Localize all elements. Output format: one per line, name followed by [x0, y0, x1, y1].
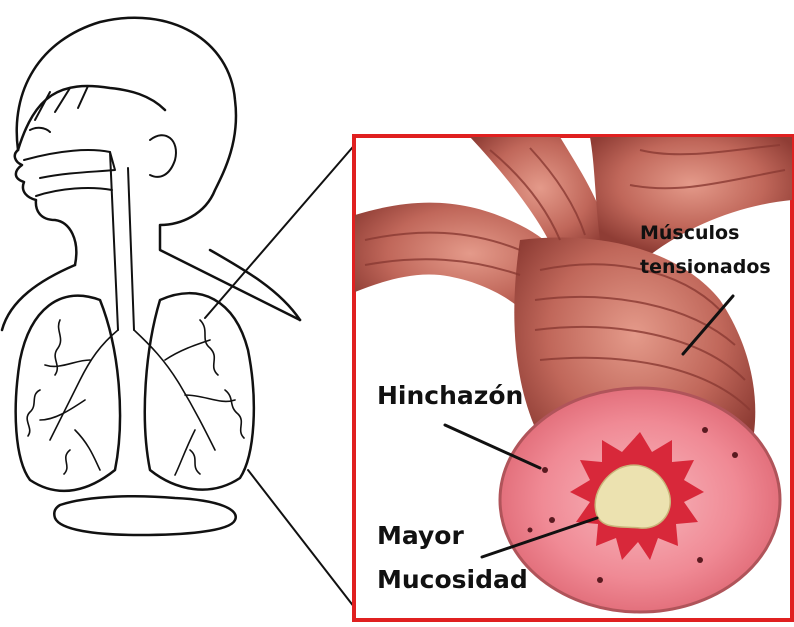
- trachea-left: [110, 152, 118, 330]
- right-lung: [145, 293, 254, 489]
- callout-line-top: [205, 141, 358, 318]
- person-illustration: [2, 18, 358, 612]
- label-mucus-line2: Mucosidad: [377, 565, 528, 594]
- label-mucus-line1: Mayor: [377, 521, 464, 550]
- ear: [150, 135, 176, 177]
- trachea-right: [128, 168, 134, 330]
- label-muscles-line1: Músculos: [640, 219, 739, 248]
- diaphragm: [54, 496, 236, 535]
- hair-line: [18, 86, 165, 150]
- oral-cavity: [36, 188, 112, 196]
- label-swelling: Hinchazón: [377, 381, 523, 410]
- callout-line-bottom: [248, 470, 358, 612]
- label-muscles-line2: tensionados: [640, 253, 771, 282]
- bronchi: [27, 320, 244, 475]
- face-profile: [15, 150, 77, 265]
- left-lung: [16, 296, 120, 491]
- head-outline: [17, 18, 300, 320]
- nasal-cavity: [24, 150, 115, 178]
- eye: [30, 128, 50, 132]
